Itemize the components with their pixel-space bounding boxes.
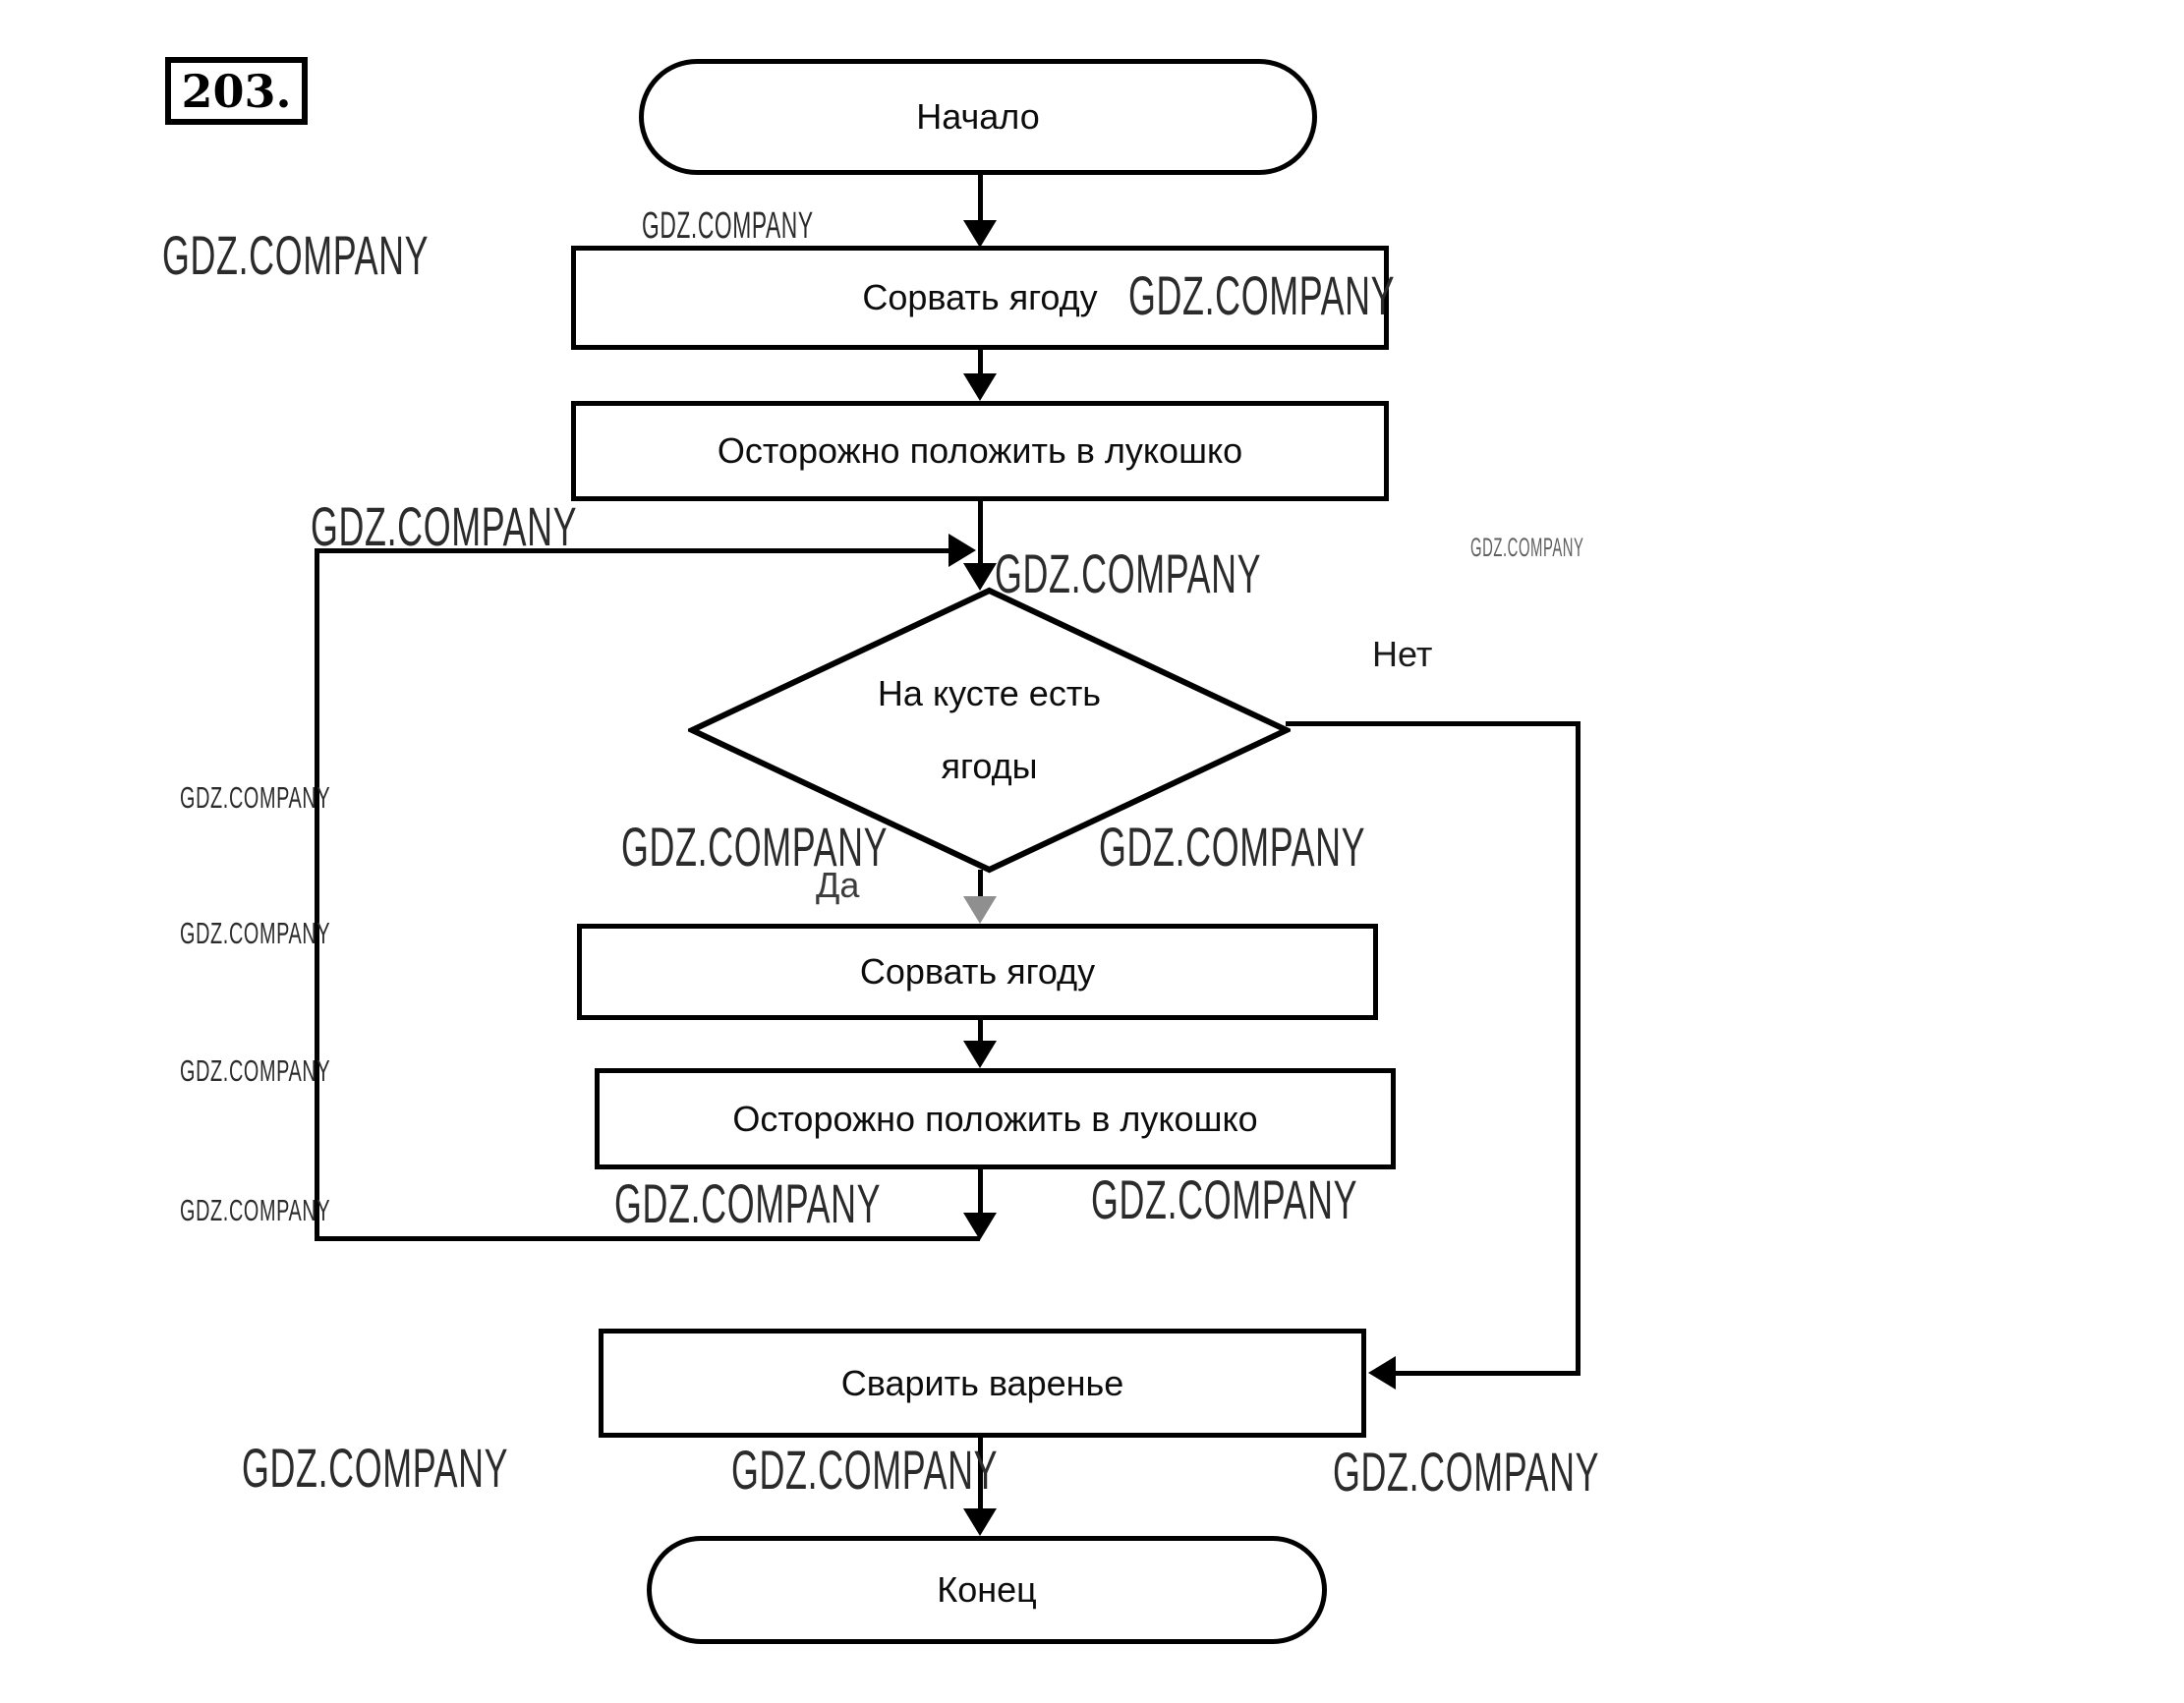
process-make-jam: Сварить варенье: [599, 1329, 1366, 1438]
decision-diamond: [688, 587, 1291, 874]
decision-label-line2: ягоды: [941, 746, 1038, 786]
process-pick-berry-2-label: Сорвать ягоду: [859, 951, 1096, 992]
process-pick-berry-1-label: Сорвать ягоду: [862, 277, 1098, 317]
watermark-text: GDZ.COMPANY: [180, 1193, 331, 1227]
arrowhead-down: [963, 1041, 997, 1068]
arrowhead-down: [963, 373, 997, 401]
watermark-text: GDZ.COMPANY: [1091, 1168, 1358, 1230]
watermark-text: GDZ.COMPANY: [731, 1439, 999, 1501]
arrowhead-down: [963, 563, 997, 591]
watermark-text: GDZ.COMPANY: [1333, 1441, 1600, 1503]
decision-label-line1: На кусте есть: [877, 673, 1102, 713]
end-label: Конец: [937, 1569, 1037, 1610]
watermark-text: GDZ.COMPANY: [642, 205, 814, 247]
arrowhead-down: [963, 220, 997, 248]
watermark-text: GDZ.COMPANY: [311, 495, 578, 557]
process-put-in-basket-2: Осторожно положить в лукошко: [595, 1068, 1396, 1169]
watermark-text: GDZ.COMPANY: [621, 816, 889, 878]
watermark-text: GDZ.COMPANY: [180, 916, 331, 950]
start-label: Начало: [916, 96, 1040, 137]
watermark-text: GDZ.COMPANY: [614, 1172, 882, 1234]
start-terminator: Начало: [639, 59, 1317, 175]
arrowhead-left: [1368, 1356, 1396, 1390]
process-pick-berry-1: Сорвать ягоду: [571, 246, 1389, 350]
arrowhead-right: [948, 534, 976, 567]
arrowhead-down-gray: [963, 896, 997, 924]
watermark-text: GDZ.COMPANY: [180, 780, 331, 815]
task-number-box: 203.: [165, 57, 308, 125]
watermark-text: GDZ.COMPANY: [242, 1437, 509, 1499]
arrowhead-down: [963, 1508, 997, 1536]
process-put-in-basket-1-label: Осторожно положить в лукошко: [717, 430, 1243, 471]
watermark-text: GDZ.COMPANY: [180, 1053, 331, 1088]
no-branch-label: Нет: [1372, 634, 1433, 674]
process-make-jam-label: Сварить варенье: [840, 1362, 1124, 1403]
watermark-text: GDZ.COMPANY: [1470, 533, 1584, 562]
process-put-in-basket-2-label: Осторожно положить в лукошко: [732, 1098, 1258, 1139]
yes-branch-label: Да: [816, 865, 860, 905]
process-pick-berry-2: Сорвать ягоду: [577, 924, 1378, 1020]
arrowhead-down: [963, 1213, 997, 1240]
task-number: 203.: [181, 64, 292, 118]
watermark-text: GDZ.COMPANY: [995, 542, 1262, 604]
watermark-text: GDZ.COMPANY: [1128, 264, 1396, 326]
process-put-in-basket-1: Осторожно положить в лукошко: [571, 401, 1389, 501]
watermark-text: GDZ.COMPANY: [162, 224, 430, 286]
end-terminator: Конец: [647, 1536, 1327, 1644]
watermark-text: GDZ.COMPANY: [1099, 816, 1366, 878]
decision-label: На кусте есть ягоды: [688, 587, 1291, 874]
